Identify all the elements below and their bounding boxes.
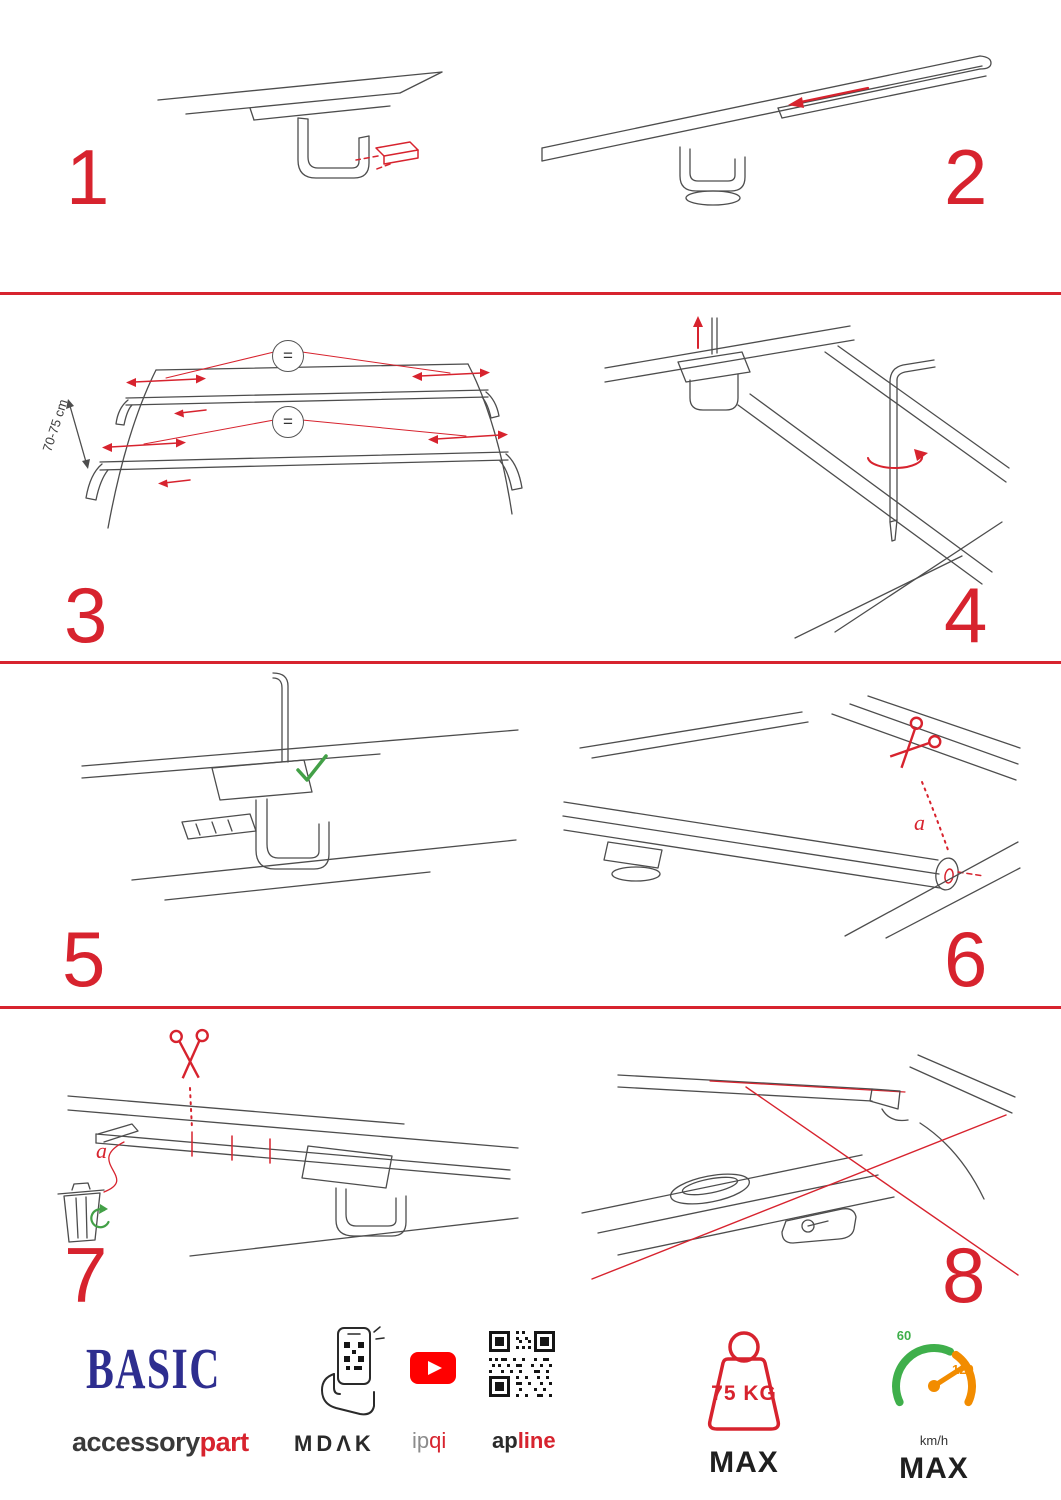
rotate-arrow — [867, 449, 928, 470]
step-number-1: 1 — [66, 133, 110, 221]
clamp-with-pin — [677, 317, 751, 411]
bar-clamp — [301, 1145, 407, 1237]
equal-spacing-badge: = — [272, 340, 304, 372]
speed-60-label: 60 — [896, 1328, 912, 1343]
rubber-pad-highlight — [355, 141, 419, 171]
scissors-icon — [169, 1028, 209, 1079]
speed-120-label: 120 — [952, 1362, 974, 1377]
brand-logo: BASIC — [86, 1336, 221, 1401]
qr-code — [489, 1331, 555, 1397]
step-7-illustration — [57, 1028, 519, 1257]
speedometer-icon — [892, 1344, 976, 1407]
step-5-illustration — [81, 672, 519, 901]
rail-with-adapter — [617, 1074, 909, 1122]
rubber-strip — [95, 1123, 511, 1180]
step-number-5: 5 — [62, 915, 106, 1003]
step-number-6: 6 — [944, 915, 988, 1003]
recycle-icon — [90, 1204, 110, 1229]
partner-apline-dark: ap — [492, 1428, 518, 1453]
trash-bin-icon — [57, 1182, 105, 1243]
brand-subtitle: accessorypart — [72, 1427, 249, 1458]
front-crossbar — [85, 451, 523, 501]
rail-foot-parts — [670, 1173, 857, 1244]
step-number-7: 7 — [64, 1231, 108, 1319]
step-2-illustration — [541, 55, 992, 206]
max-weight-icon — [707, 1331, 781, 1431]
step-number-3: 3 — [64, 571, 108, 659]
scissors-icon — [889, 716, 942, 769]
section-divider-2 — [0, 661, 1061, 664]
door-frame-clamp — [297, 117, 370, 179]
step-number-8: 8 — [942, 1231, 986, 1319]
partner-apline-red: line — [517, 1428, 556, 1453]
partner-apline: apline — [492, 1428, 556, 1454]
equal-spacing-badge: = — [272, 406, 304, 438]
step-number-2: 2 — [944, 133, 988, 221]
cut-label-a: a — [914, 810, 925, 835]
partner-ipqi-red: qi — [429, 1428, 447, 1453]
rear-crossbar — [115, 389, 500, 426]
assembled-clamp — [181, 759, 330, 870]
hex-key-icon — [889, 359, 936, 542]
step-3-illustration — [66, 351, 523, 529]
step-4-illustration — [604, 316, 1010, 639]
brand-subtitle-red: part — [199, 1427, 250, 1457]
insert-arrow — [693, 316, 703, 349]
alignment-guides — [591, 1086, 1019, 1280]
distance-dimension-line — [66, 399, 90, 469]
max-weight-value: 75 KG — [711, 1382, 777, 1405]
step-number-4: 4 — [944, 571, 988, 659]
brand-subtitle-dark: accessory — [72, 1427, 200, 1457]
bar-clamp — [679, 146, 746, 206]
step-1-illustration — [157, 71, 443, 179]
phone-qr-icon — [321, 1326, 385, 1416]
mounting-rod — [272, 672, 289, 763]
cut-label-a: a — [96, 1138, 107, 1163]
partner-mdak: MDΛK — [294, 1431, 375, 1456]
equal-symbol: = — [283, 412, 293, 431]
partner-ipqi: ipqi — [412, 1428, 446, 1454]
max-speed-label: MAX — [899, 1452, 969, 1485]
checkmark-icon — [296, 754, 328, 782]
partner-ipqi-gray: ip — [412, 1428, 430, 1453]
crossbar — [562, 801, 959, 891]
equal-symbol: = — [283, 346, 293, 365]
step-8-illustration — [581, 1054, 1019, 1280]
section-divider-1 — [0, 292, 1061, 295]
speed-unit-label: km/h — [919, 1433, 949, 1448]
section-divider-3 — [0, 1006, 1061, 1009]
dimension-arrows — [102, 351, 508, 488]
step-6-illustration — [562, 695, 1021, 939]
slide-direction-arrow — [788, 86, 870, 108]
max-weight-label: MAX — [709, 1446, 779, 1479]
youtube-icon — [410, 1352, 456, 1384]
